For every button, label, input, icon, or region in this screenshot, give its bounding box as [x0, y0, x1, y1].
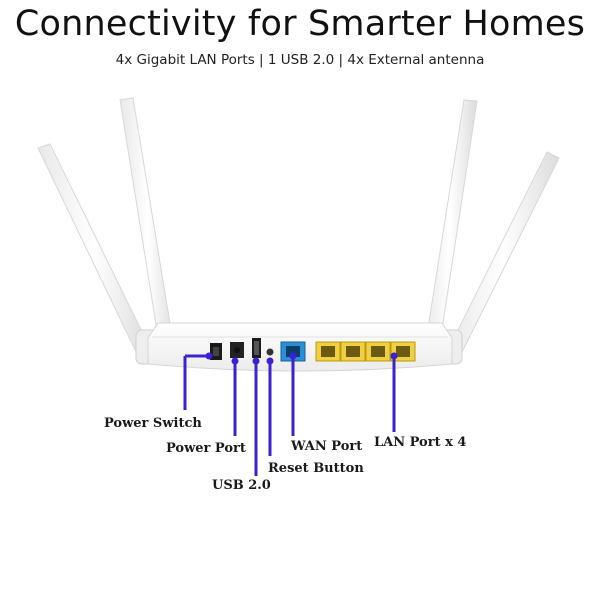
- label-power-port: Power Port: [166, 441, 246, 456]
- wan-port: [280, 341, 306, 362]
- page-subtitle: 4x Gigabit LAN Ports | 1 USB 2.0 | 4x Ex…: [115, 52, 485, 68]
- page-title: Connectivity for Smarter Homes: [14, 4, 586, 44]
- callout-lines: [183, 352, 398, 476]
- power-switch-port: [210, 343, 222, 360]
- label-reset-button: Reset Button: [268, 461, 364, 476]
- label-wan-port: WAN Port: [291, 439, 363, 454]
- label-power-switch: Power Switch: [104, 416, 202, 431]
- label-lan-port: LAN Port x 4: [374, 435, 467, 450]
- usb-port: [252, 338, 261, 358]
- label-usb: USB 2.0: [212, 478, 271, 493]
- reset-button-hole: [266, 348, 274, 356]
- lan-ports: [315, 341, 416, 362]
- power-port: [230, 342, 244, 358]
